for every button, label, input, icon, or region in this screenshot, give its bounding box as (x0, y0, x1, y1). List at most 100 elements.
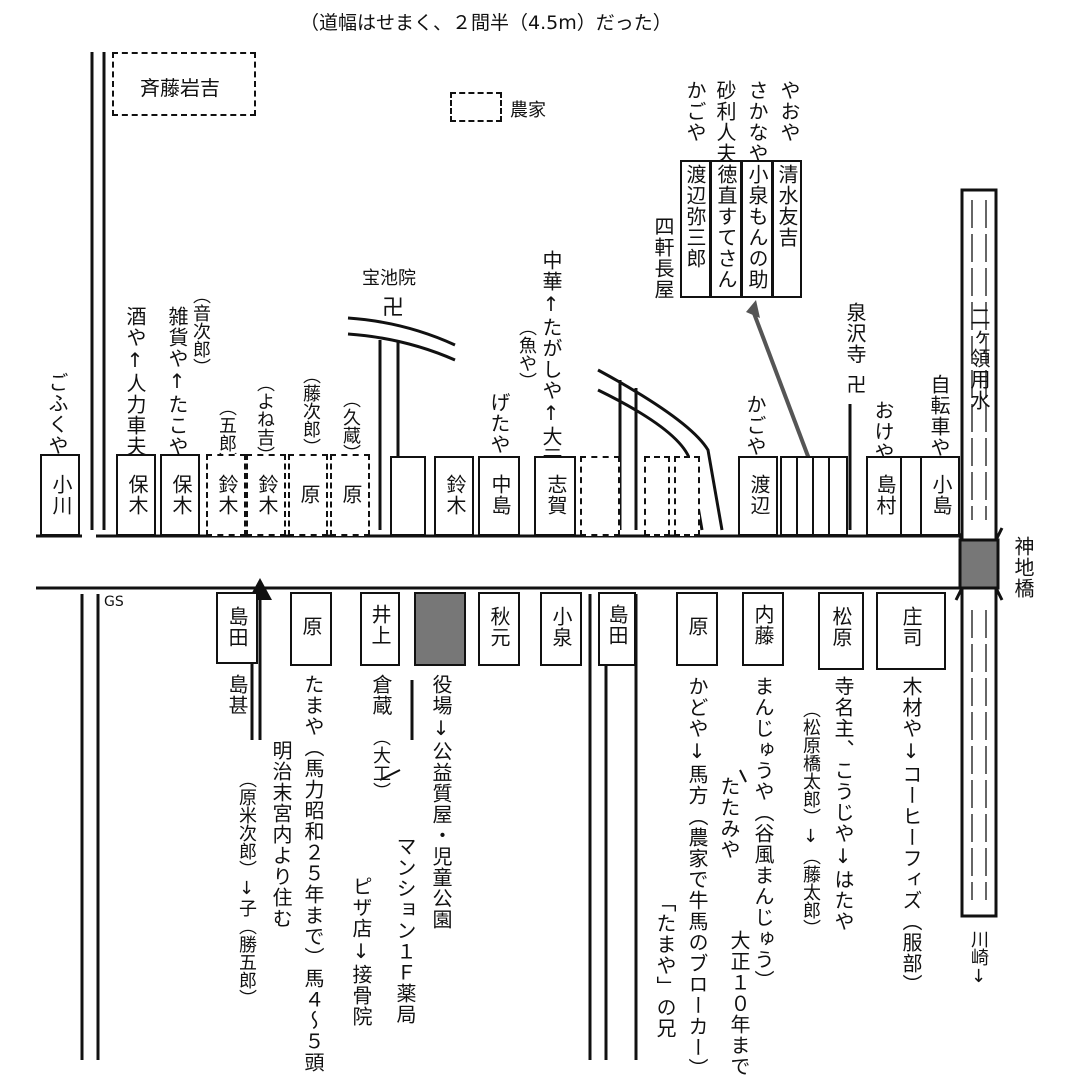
house-kojima (920, 456, 960, 536)
label-kawasaki: 川崎↓ (968, 930, 989, 987)
house-matsubara-name: 松原 (829, 606, 853, 648)
house-suzuki-3-name: 鈴木 (443, 474, 467, 516)
label-sakaya: 酒や↑人力車夫 (123, 306, 147, 457)
house-hara-1-name: 原 (297, 484, 321, 505)
nagaya-unit-4 (680, 160, 711, 298)
label-daiku: （大工） (370, 728, 391, 800)
house-suzuki-1 (206, 454, 246, 536)
label-gs: GS (104, 594, 124, 610)
label-tamaya-ani: 「たまや」の兄 (653, 892, 677, 1039)
house-hoki-2-name: 保木 (169, 474, 193, 516)
house-blank-5 (900, 456, 922, 536)
label-yonken: 四軒長屋 (651, 216, 675, 300)
house-koizumi (540, 592, 582, 666)
nagaya-watanabe: 渡辺弥三郎 (683, 164, 707, 269)
label-jitensha: 自転車や (927, 374, 951, 458)
house-suzuki-3 (434, 456, 474, 536)
label-meiji: 明治末宮内より住む (269, 740, 293, 929)
house-akimoto-name: 秋元 (487, 606, 511, 648)
house-shimada-2-name: 島田 (605, 604, 629, 646)
house-hoki-1 (116, 454, 156, 536)
house-nakajima-name: 中島 (488, 474, 512, 516)
label-tojiro: （藤次郎） (300, 366, 321, 456)
label-saito: 斉藤岩吉 (140, 76, 220, 100)
place-saito (112, 52, 256, 116)
house-watanabe-name: 渡辺 (747, 474, 771, 516)
house-inoue (360, 592, 400, 666)
house-shimada-2 (598, 592, 636, 666)
label-tatamiya: たたみや (717, 776, 741, 860)
label-kadoya: かどや↓馬方（農家で牛馬のブローカー） (685, 676, 709, 1079)
nagaya-koizumi: 小泉もんの助 (745, 164, 769, 290)
place-nouka (450, 92, 502, 122)
house-shiga (534, 456, 576, 536)
house-hara-1 (288, 454, 328, 536)
house-kojima-name: 小島 (929, 474, 953, 516)
house-blank-1 (390, 456, 426, 536)
house-hoki-2 (160, 454, 200, 536)
header-note: （道幅はせまく、２間半（4.5m）だった） (300, 12, 672, 34)
label-tamaya: たまや（馬力昭和２５年まで）馬４～５頭 (301, 674, 325, 1073)
house-ogawa-name: 小川 (49, 474, 73, 516)
nagaya-unit-2 (741, 160, 773, 298)
house-hoki-1-name: 保木 (125, 474, 149, 516)
house-watanabe (738, 456, 778, 536)
label-yaoya: やおや (777, 80, 801, 143)
house-naito (742, 592, 784, 666)
label-kyuzo: （久蔵） (340, 390, 361, 462)
house-naito-name: 内藤 (751, 604, 775, 646)
label-jari: 砂利人夫 (713, 80, 737, 164)
house-ogawa (40, 454, 80, 536)
house-koizumi-name: 小泉 (549, 606, 573, 648)
nagaya-shimizu: 清水友吉 (775, 164, 799, 248)
label-shimajin: 島甚 (225, 674, 249, 716)
house-hara-2-name: 原 (339, 484, 363, 505)
house-suzuki-1-name: 鈴木 (215, 474, 239, 516)
house-nakajima (478, 456, 520, 536)
label-nikaryo: 二ヶ領用水 (967, 306, 991, 411)
house-hara-4 (676, 592, 718, 666)
nagaya-unit-1 (772, 160, 802, 298)
house-shimada-1-name: 島田 (225, 606, 249, 648)
label-otojiro: （音次郎） (190, 286, 211, 376)
label-kagoya1: かごや (683, 80, 707, 143)
label-manju: まんじゅうや（谷風まんじゅう） (751, 676, 775, 991)
house-matsubara (818, 592, 864, 670)
house-hara-3-name: 原 (299, 616, 323, 637)
label-nouka: 農家 (510, 100, 546, 121)
temple-sensawaji-icon: 卍 (843, 374, 867, 395)
house-hara-2 (330, 454, 370, 536)
label-hochiin: 宝池院 (362, 268, 416, 289)
yakuba-site (414, 592, 466, 666)
house-shiga-name: 志賀 (544, 474, 568, 516)
house-suzuki-2-name: 鈴木 (255, 474, 279, 516)
temple-hochiin-icon: 卍 (382, 296, 405, 321)
label-uoya: （魚や） (516, 318, 537, 390)
label-hara-yone: （原米次郎）↓子（勝五郎） (236, 770, 257, 1007)
label-chuka: 中華↑たがしや↑大元 (539, 250, 563, 468)
house-suzuki-2 (246, 454, 286, 536)
house-shoji-name: 庄司 (899, 606, 923, 648)
road-hochiin (347, 316, 456, 347)
label-zakkaya: 雑貨や↑たこや (165, 306, 189, 457)
label-kagoya2: かごや (743, 394, 767, 457)
house-akimoto (478, 592, 520, 666)
label-kura: 倉蔵 (369, 674, 393, 716)
label-kanjibashi: 神地橋 (1011, 536, 1035, 599)
nagaya-lot-4 (828, 456, 848, 536)
house-hara-3 (290, 592, 332, 666)
label-getaya: げたや (487, 392, 511, 455)
label-yakuba: 役場↓公益質屋・児童公園 (429, 674, 453, 930)
house-shimada-1 (216, 592, 258, 664)
house-hara-4-name: 原 (685, 616, 709, 637)
nagaya-unit-3 (710, 160, 742, 298)
nagaya-tokunao: 徳直すてさん (714, 164, 738, 290)
label-sakanaya: さかなや (745, 80, 769, 164)
label-goro: （五郎） (216, 398, 237, 470)
label-jimyo: 寺名主、こうじや↓はたや (831, 676, 855, 932)
label-pizza: ピザ店↓接骨院 (349, 876, 373, 1027)
label-gofukuya: ごふくや (45, 372, 69, 456)
house-blank-2 (580, 456, 620, 536)
label-matsubara-hashitaro: （松原橋太郎）↓（藤太郎） (800, 700, 821, 937)
